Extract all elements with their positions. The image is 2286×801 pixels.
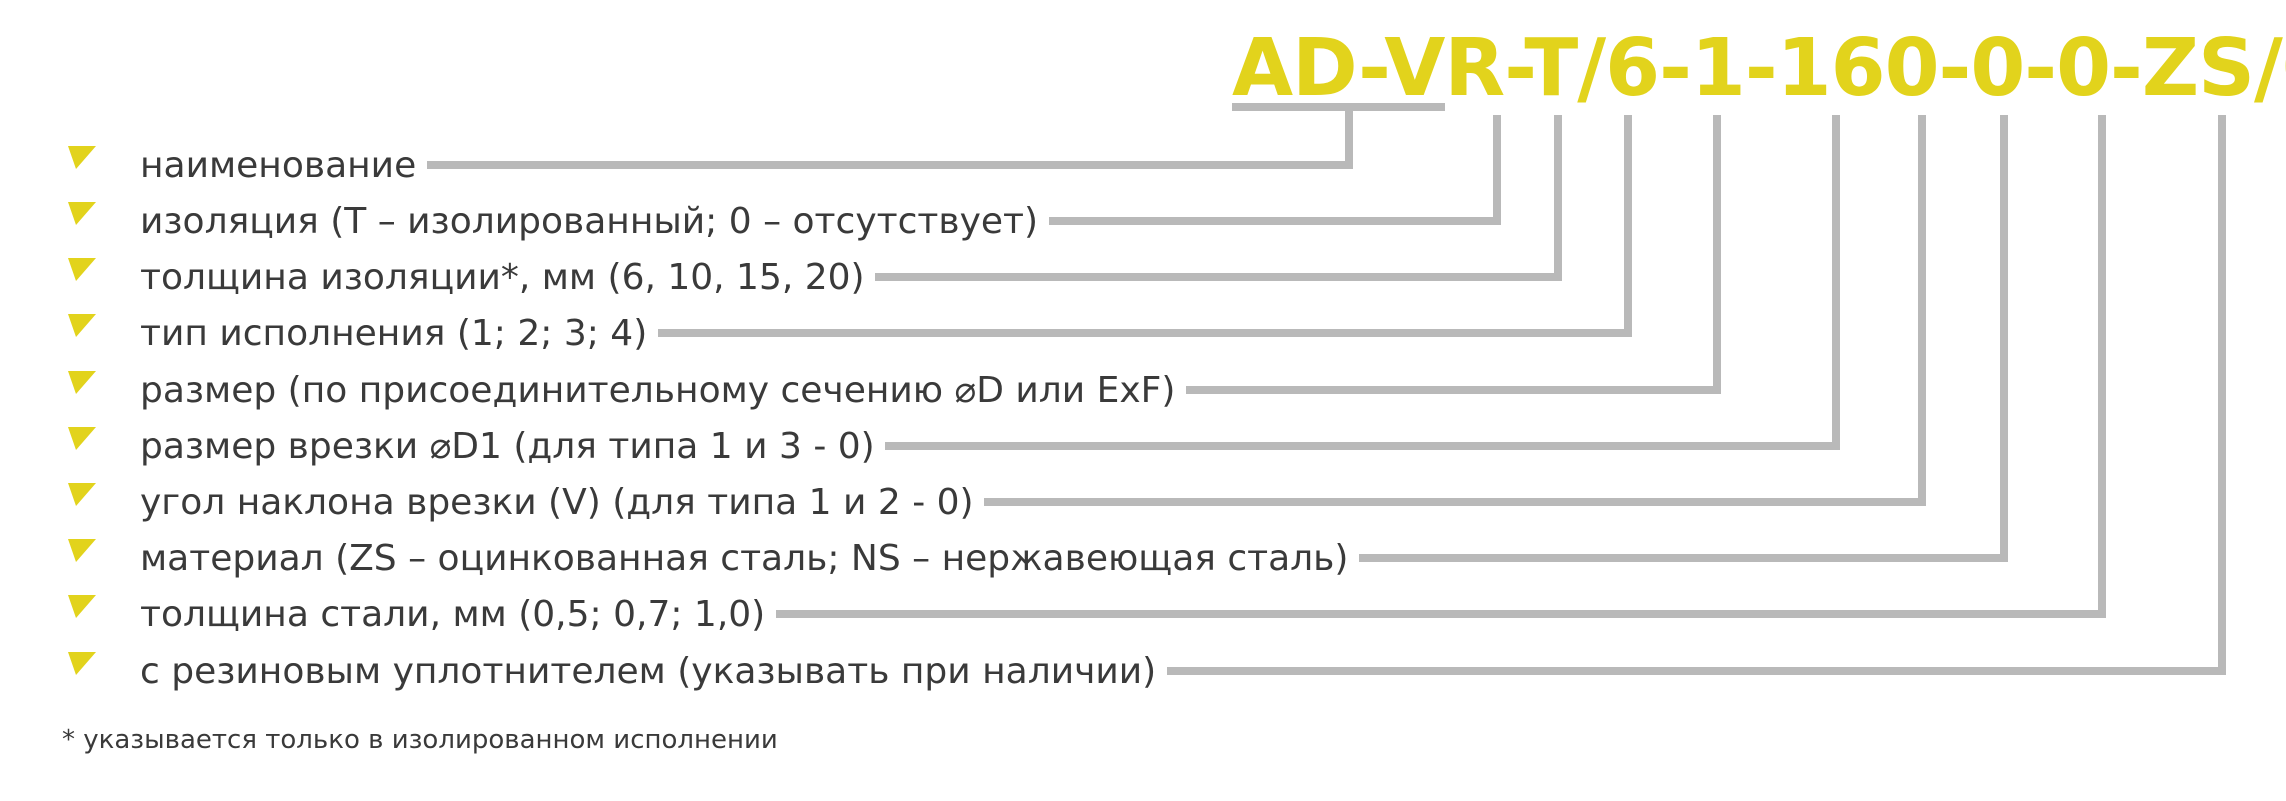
label-tap-angle: угол наклона врезки (V) (для типа 1 и 2 … xyxy=(140,482,974,523)
bullet-triangle-icon xyxy=(68,652,96,675)
connector-lines xyxy=(427,103,2226,675)
bullet-triangle-icon xyxy=(68,483,96,506)
connector-line xyxy=(1049,115,1501,225)
bullet-list xyxy=(68,146,96,675)
label-steel-thickness: толщина стали, мм (0,5; 0,7; 1,0) xyxy=(140,594,765,635)
bullet-triangle-icon xyxy=(68,539,96,562)
label-name: наименование xyxy=(140,145,416,186)
connector-line xyxy=(984,115,1926,506)
connector-line xyxy=(1167,115,2226,675)
label-material: материал (ZS – оцинкованная сталь; NS – … xyxy=(140,538,1348,579)
footnote: * указывается только в изолированном исп… xyxy=(62,725,778,755)
connector-line xyxy=(776,115,2106,618)
label-size: размер (по присоединительному сечению ⌀D… xyxy=(140,370,1175,411)
bullet-triangle-icon xyxy=(68,314,96,337)
connector-line xyxy=(1359,115,2008,562)
connector-line xyxy=(885,115,1840,450)
bullet-triangle-icon xyxy=(68,202,96,225)
label-list: наименование изоляция (Т – изолированный… xyxy=(140,145,1348,692)
bullet-triangle-icon xyxy=(68,258,96,281)
connector-line xyxy=(1186,115,1721,394)
label-rubber-seal: с резиновым уплотнителем (указывать при … xyxy=(140,651,1156,692)
label-execution-type: тип исполнения (1; 2; 3; 4) xyxy=(140,313,647,354)
label-insulation: изоляция (Т – изолированный; 0 – отсутст… xyxy=(140,201,1038,242)
bullet-triangle-icon xyxy=(68,595,96,618)
product-code: AD-VR-T/6-1-160-0-0-ZS/0,5-D xyxy=(1232,22,2286,114)
connector-line xyxy=(875,115,1562,281)
bullet-triangle-icon xyxy=(68,146,96,169)
connector-line xyxy=(658,115,1632,337)
label-insulation-thickness: толщина изоляции*, мм (6, 10, 15, 20) xyxy=(140,257,865,298)
connector-line-name xyxy=(427,107,1353,169)
bullet-triangle-icon xyxy=(68,427,96,450)
label-tap-size: размер врезки ⌀D1 (для типа 1 и 3 - 0) xyxy=(140,426,875,467)
bullet-triangle-icon xyxy=(68,371,96,394)
